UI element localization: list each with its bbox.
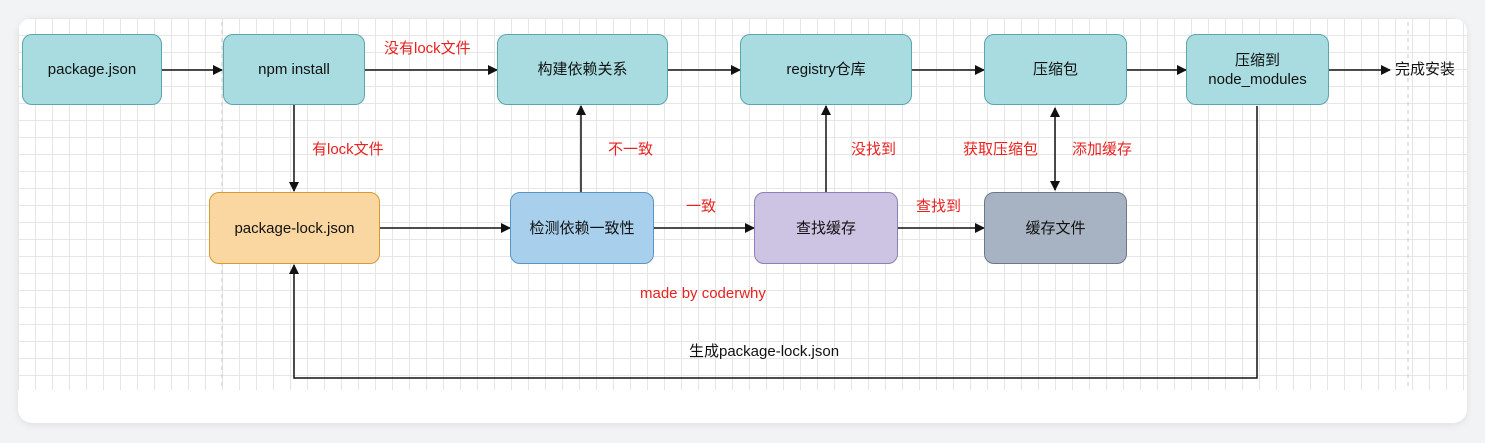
node-build-deps: 构建依赖关系 [497, 34, 668, 105]
node-compress-pkg: 压缩包 [984, 34, 1127, 105]
label-get-compressed: 获取压缩包 [963, 141, 1039, 158]
node-find-cache: 查找缓存 [754, 192, 898, 264]
label-not-found: 没找到 [851, 141, 897, 158]
node-package-lock: package-lock.json [209, 192, 380, 264]
label-add-cache: 添加缓存 [1072, 141, 1133, 158]
node-package-json: package.json [22, 34, 162, 105]
label-install-done: 完成安装 [1395, 61, 1456, 78]
node-cache-file: 缓存文件 [984, 192, 1127, 264]
label-inconsistent: 不一致 [608, 141, 654, 158]
label-has-lock: 有lock文件 [312, 141, 384, 158]
arrow-compressto-packagelock-loop [289, 106, 1258, 379]
label-no-lock: 没有lock文件 [384, 40, 471, 57]
node-registry: registry仓库 [740, 34, 912, 105]
label-found: 查找到 [916, 198, 962, 215]
node-compress-to-node-modules: 压缩到 node_modules [1186, 34, 1329, 105]
node-check-consistency: 检测依赖一致性 [510, 192, 654, 264]
watermark-made-by: made by coderwhy [640, 285, 766, 302]
label-consistent: 一致 [686, 198, 717, 215]
label-generate-lock: 生成package-lock.json [689, 343, 840, 360]
node-npm-install: npm install [223, 34, 365, 105]
